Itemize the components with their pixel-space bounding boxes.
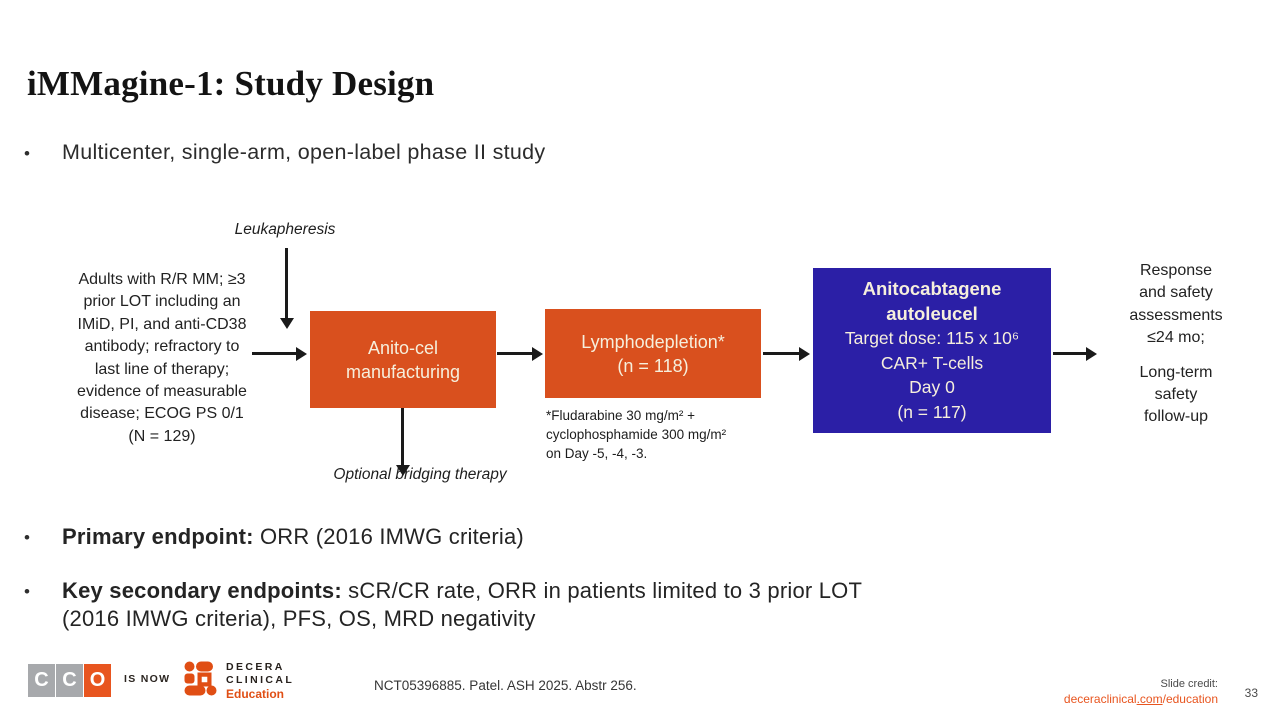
bullet-dot: • — [24, 582, 30, 601]
bullet-dot: • — [24, 528, 30, 547]
is-now-label: IS NOW — [124, 673, 171, 685]
page-title: iMMagine-1: Study Design — [27, 64, 435, 103]
primary-endpoint-bullet: Primary endpoint: ORR (2016 IMWG criteri… — [62, 524, 524, 549]
anitocel-infusion-box: Anitocabtagene autoleucel Target dose: 1… — [813, 268, 1051, 433]
cco-letter-1: C — [28, 664, 55, 697]
decera-logo-icon — [184, 660, 221, 702]
page-number: 33 — [1244, 686, 1258, 700]
lymphodepletion-footnote: *Fludarabine 30 mg/m² + cyclophosphamide… — [546, 408, 727, 461]
decera-logo-text: DECERA CLINICAL Education — [226, 661, 295, 701]
manufacturing-box: Anito-cel manufacturing — [310, 311, 496, 408]
slide-credit: Slide credit: deceraclinical.com/educati… — [1064, 678, 1218, 708]
secondary-endpoints-bullet: Key secondary endpoints: sCR/CR rate, OR… — [62, 578, 863, 631]
slide-credit-label: Slide credit: — [1160, 678, 1218, 690]
bullet-dot: • — [24, 144, 30, 163]
bridging-therapy-label: Optional bridging therapy — [333, 466, 507, 483]
leukapheresis-label: Leukapheresis — [234, 221, 336, 238]
intro-bullet-text: Multicenter, single-arm, open-label phas… — [62, 140, 546, 164]
eligibility-criteria-text: Adults with R/R MM; ≥3 prior LOT includi… — [77, 271, 247, 445]
lymphodepletion-box: Lymphodepletion* (n = 118) — [545, 309, 761, 398]
slide-credit-link[interactable]: deceraclinical.com/education — [1063, 692, 1218, 706]
cco-letter-2: C — [56, 664, 83, 697]
citation-text: NCT05396885. Patel. ASH 2025. Abstr 256. — [374, 678, 637, 693]
outcomes-text: Response and safety assessments ≤24 mo; … — [1129, 262, 1223, 426]
cco-letter-3: O — [84, 664, 111, 697]
